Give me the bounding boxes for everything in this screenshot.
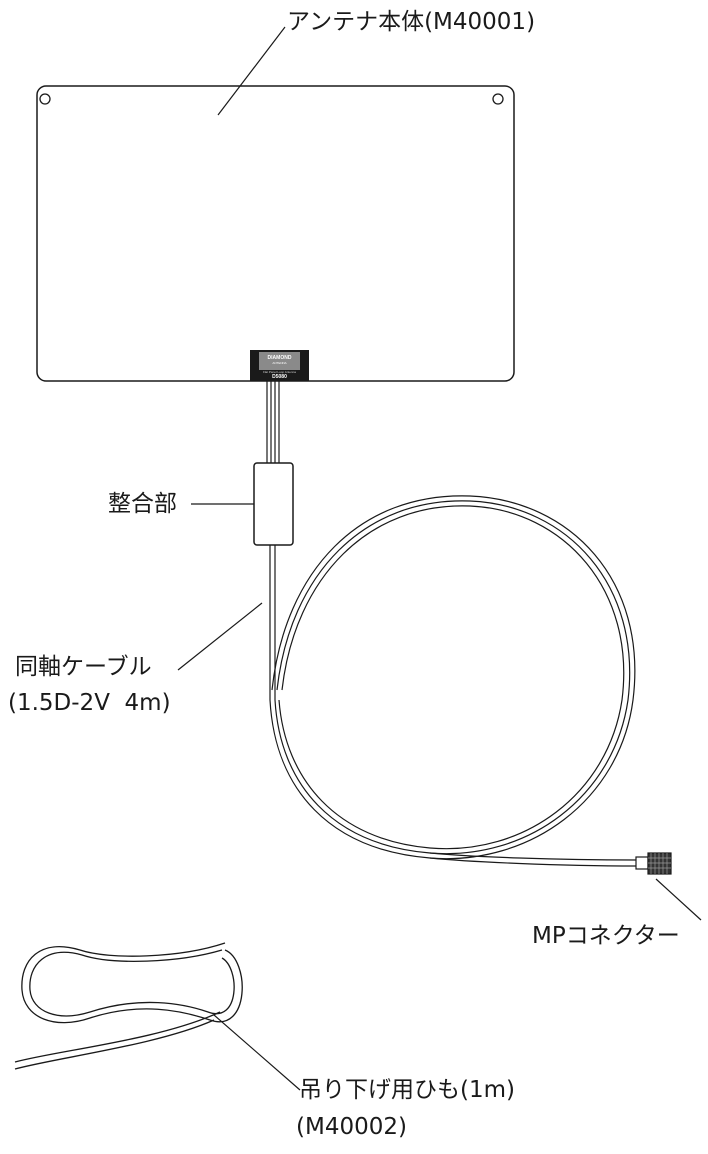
leader-connector — [655, 878, 702, 921]
coax-cable — [269, 495, 637, 867]
label-connector: MPコネクター — [532, 923, 680, 949]
label-strap-line1: 吊り下げ用ひも(1m) — [299, 1077, 515, 1103]
leader-lines — [177, 26, 702, 1091]
matching-unit-box — [253, 462, 294, 546]
badge-brand: DIAMOND — [267, 355, 292, 361]
label-strap-line2: (M40002) — [296, 1114, 407, 1140]
antenna-panel — [36, 85, 515, 382]
twin-leads — [266, 381, 280, 463]
label-coax-line1: 同軸ケーブル — [15, 654, 152, 680]
leader-coax — [177, 602, 263, 671]
label-antenna-body: アンテナ本体(M40001) — [287, 9, 536, 35]
leader-antenna-body — [217, 26, 286, 116]
leader-strap — [213, 1014, 301, 1091]
badge-product-desc: Flat Panel Loop Antenna — [263, 370, 296, 374]
badge-brand-sub: ANTENNA — [272, 361, 287, 365]
badge-model: D5080 — [272, 374, 287, 380]
product-badge-content: DIAMOND ANTENNA Flat Panel Loop Antenna … — [250, 350, 309, 381]
mounting-hole-left — [39, 93, 51, 105]
mp-connector — [635, 852, 672, 875]
badge-logo-square: DIAMOND ANTENNA — [259, 352, 300, 370]
hanging-strap — [14, 942, 243, 1070]
mounting-hole-right — [492, 93, 504, 105]
label-coax-line2: (1.5D-2V 4m) — [8, 690, 171, 716]
label-matching-unit: 整合部 — [108, 491, 177, 517]
